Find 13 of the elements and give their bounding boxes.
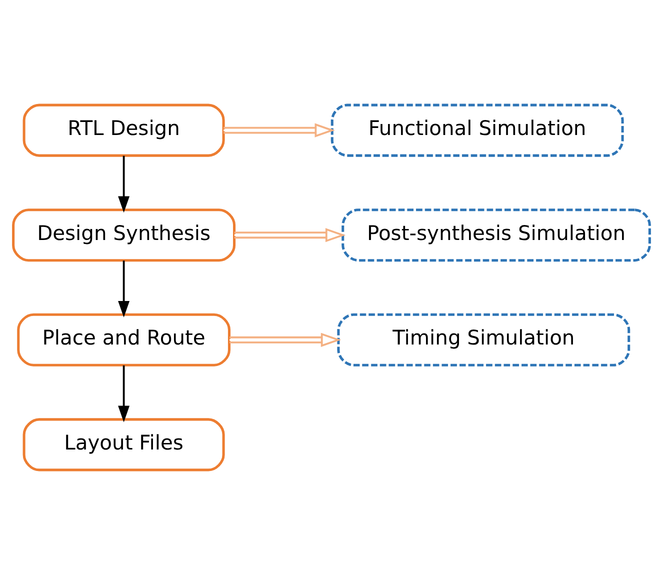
arrow xyxy=(224,122,335,137)
node-box: Layout Files xyxy=(22,418,225,471)
node-box: Post-synthesis Simulation xyxy=(342,208,651,262)
arrow xyxy=(118,364,130,422)
arrow xyxy=(118,260,130,317)
node-box: Timing Simulation xyxy=(337,312,630,366)
arrow xyxy=(118,155,130,212)
arrow xyxy=(234,228,346,242)
node-box: Place and Route xyxy=(17,312,230,366)
arrow xyxy=(230,332,342,346)
node-box: Design Synthesis xyxy=(12,208,236,262)
node-box: Functional Simulation xyxy=(330,103,624,156)
node-box: RTL Design xyxy=(22,103,225,156)
